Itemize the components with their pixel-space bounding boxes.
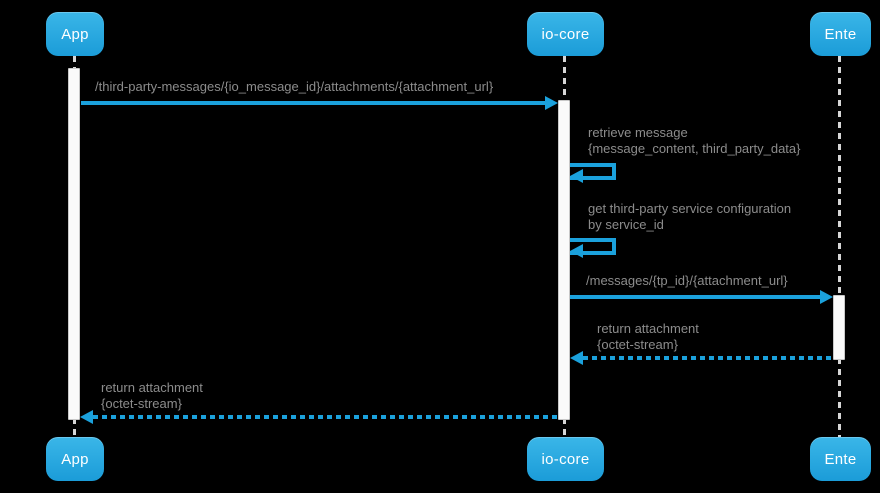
message-label-retrieve-message: retrieve message {message_content, third… — [588, 125, 801, 156]
activation-bar-app — [68, 68, 80, 420]
arrowhead-right-icon — [820, 290, 833, 304]
arrowhead-left-icon — [570, 169, 583, 183]
message-arrow-return-attachment-ente — [583, 356, 833, 360]
message-label-get-service-config: get third-party service configuration by… — [588, 201, 792, 232]
message-arrow-attachment-request — [81, 101, 547, 105]
actor-box-iocore-top: io-core — [527, 12, 604, 56]
actor-label-app: App — [61, 25, 89, 43]
activation-bar-iocore — [558, 100, 570, 420]
arrowhead-left-icon — [570, 244, 583, 258]
actor-label-app: App — [61, 450, 89, 468]
arrowhead-left-icon — [80, 410, 93, 424]
lifeline-ente-top — [838, 56, 841, 295]
actor-label-ente: Ente — [824, 450, 857, 468]
actor-box-iocore-bottom: io-core — [527, 437, 604, 481]
self-call-loop-get-service-config — [570, 238, 616, 255]
actor-label-iocore: io-core — [541, 450, 590, 468]
message-label-return-attachment-app: return attachment {octet-stream} — [101, 380, 203, 411]
actor-box-app-bottom: App — [46, 437, 104, 481]
message-label-return-attachment-ente: return attachment {octet-stream} — [597, 321, 699, 352]
lifeline-iocore-bottom — [563, 418, 566, 437]
message-label-messages-request: /messages/{tp_id}/{attachment_url} — [586, 273, 788, 288]
message-label-attachment-request: /third-party-messages/{io_message_id}/at… — [95, 79, 494, 94]
actor-label-ente: Ente — [824, 25, 857, 43]
lifeline-iocore-top — [563, 56, 566, 100]
activation-bar-ente — [833, 295, 845, 360]
message-arrow-return-attachment-app — [93, 415, 558, 419]
arrowhead-left-icon — [570, 351, 583, 365]
message-arrow-messages-request — [570, 295, 820, 299]
lifeline-app-top — [73, 56, 76, 68]
self-call-loop-retrieve-message — [570, 163, 616, 180]
actor-box-ente-top: Ente — [810, 12, 871, 56]
lifeline-app-bottom — [73, 418, 76, 437]
lifeline-ente-bottom — [838, 358, 841, 437]
arrowhead-right-icon — [545, 96, 558, 110]
actor-box-ente-bottom: Ente — [810, 437, 871, 481]
actor-label-iocore: io-core — [541, 25, 590, 43]
actor-box-app-top: App — [46, 12, 104, 56]
